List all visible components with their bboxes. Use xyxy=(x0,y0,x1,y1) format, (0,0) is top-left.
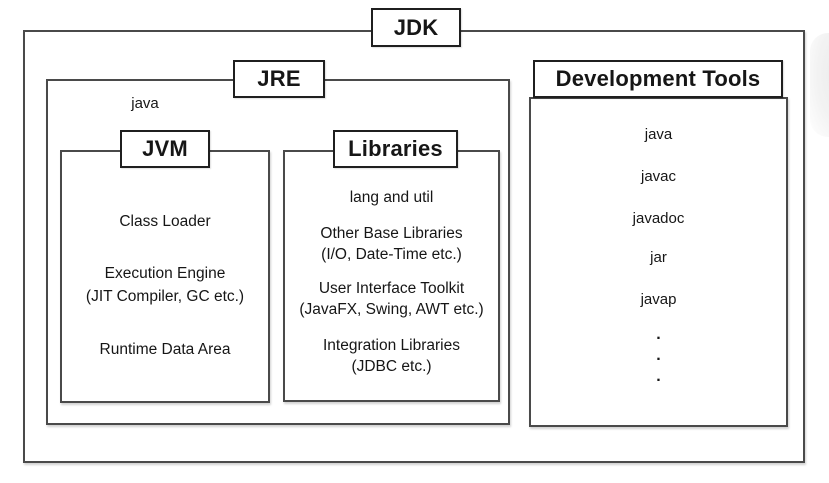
libraries-group-2-line2: (JavaFX, Swing, AWT etc.) xyxy=(299,301,484,318)
jre-java-note: java xyxy=(131,95,159,112)
jre-label-box: JRE xyxy=(233,60,325,98)
jvm-item-runtime-data-area: Runtime Data Area xyxy=(99,341,231,358)
execution-engine-line1: Execution Engine xyxy=(104,265,226,282)
ellipsis-dot: . xyxy=(656,347,661,364)
libraries-group-other-base: Other Base Libraries (I/O, Date-Time etc… xyxy=(285,223,498,265)
jre-label: JRE xyxy=(257,66,301,91)
ellipsis-dot: . xyxy=(656,326,661,343)
devtool-item-javap: javap xyxy=(640,291,677,308)
jvm-container-box: Class Loader Execution Engine (JIT Compi… xyxy=(60,150,270,403)
jvm-item-class-loader: Class Loader xyxy=(119,213,211,230)
execution-engine-line2: (JIT Compiler, GC etc.) xyxy=(85,288,245,305)
development-tools-container-box: java javac javadoc jar javap . . . xyxy=(529,97,788,427)
devtool-item-java: java xyxy=(644,126,673,143)
ellipsis-dot: . xyxy=(656,368,661,385)
libraries-group-1-line1: Other Base Libraries xyxy=(320,225,463,242)
libraries-group-ui-toolkit: User Interface Toolkit (JavaFX, Swing, A… xyxy=(285,278,498,320)
development-tools-label-box: Development Tools xyxy=(533,60,783,98)
jdk-label-box: JDK xyxy=(371,8,461,47)
jvm-item-execution-engine: Execution Engine (JIT Compiler, GC etc.) xyxy=(62,262,268,308)
libraries-container-box: lang and util Other Base Libraries (I/O,… xyxy=(283,150,500,402)
devtool-item-javac: javac xyxy=(640,168,677,185)
devtool-item-jar: jar xyxy=(650,249,667,266)
libraries-label: Libraries xyxy=(348,136,443,161)
libraries-group-integration: Integration Libraries (JDBC etc.) xyxy=(285,335,498,377)
libraries-label-box: Libraries xyxy=(333,130,458,168)
jvm-label: JVM xyxy=(142,136,188,161)
jvm-label-box: JVM xyxy=(120,130,210,168)
development-tools-label: Development Tools xyxy=(555,66,761,91)
libraries-group-0-line1: lang and util xyxy=(349,189,434,206)
page-edge-artifact xyxy=(810,33,829,137)
libraries-group-3-line1: Integration Libraries xyxy=(323,337,460,354)
devtool-item-javadoc: javadoc xyxy=(632,210,685,227)
libraries-group-lang-util: lang and util xyxy=(285,187,498,208)
libraries-group-1-line2: (I/O, Date-Time etc.) xyxy=(321,246,462,263)
jdk-label: JDK xyxy=(393,14,439,40)
libraries-group-3-line2: (JDBC etc.) xyxy=(351,358,432,375)
libraries-group-2-line1: User Interface Toolkit xyxy=(318,280,465,297)
